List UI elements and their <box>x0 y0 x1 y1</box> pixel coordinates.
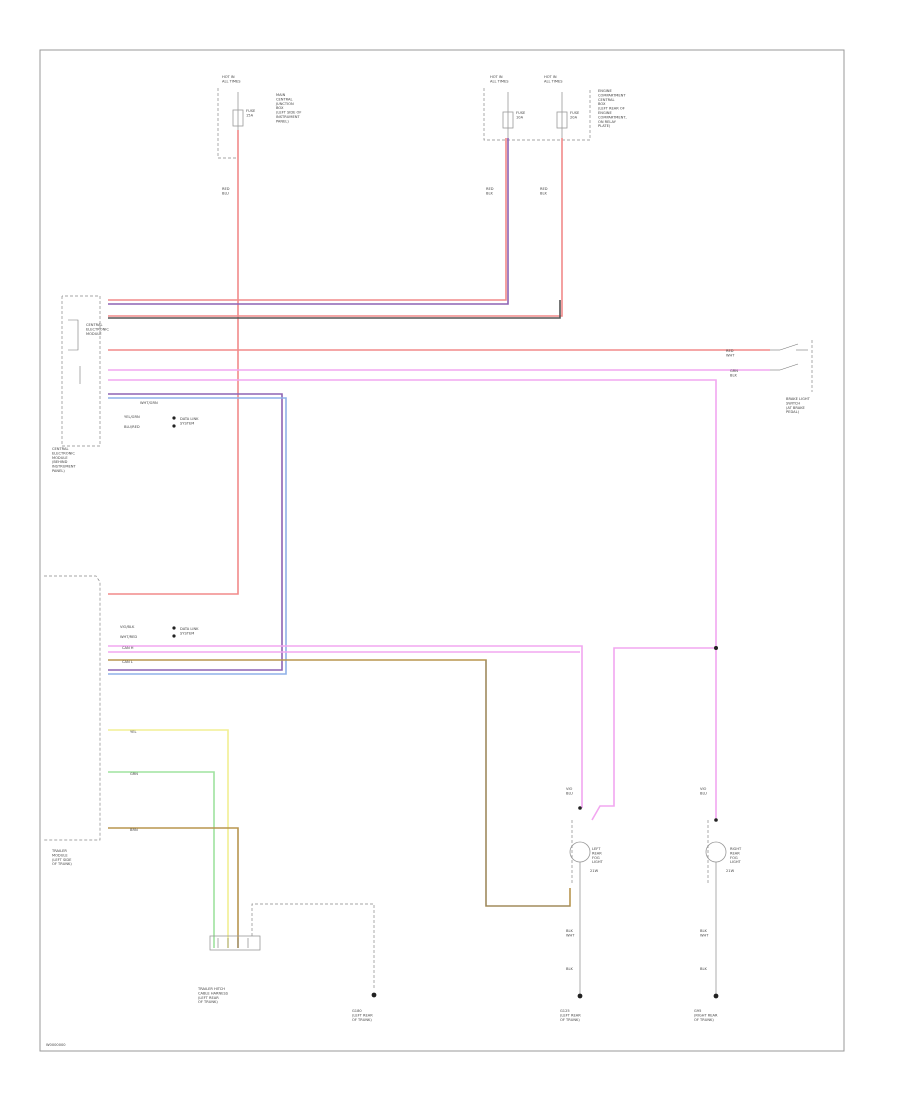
right-fog-watt: 21W <box>726 869 735 873</box>
wire-red-right <box>108 138 563 317</box>
tm-can-l: CAN L <box>122 660 133 664</box>
tm-dot-b <box>172 634 176 638</box>
wire-purple-bus <box>108 393 283 671</box>
tm-wht-red: WHT/RED <box>120 635 137 639</box>
wire-gray-left-fog <box>485 660 570 907</box>
diagram-code: W0000000 <box>46 1043 66 1047</box>
left-fog-blk: BLK <box>566 967 573 971</box>
left-fog-watt: 21W <box>590 869 599 873</box>
wire-pink-left-fog <box>108 645 583 808</box>
cem-dot-b <box>172 424 176 428</box>
wire-black-right <box>108 300 561 319</box>
tm-vio-blk: VIO/BLK <box>120 625 135 629</box>
wire-label-grn: GRN <box>130 772 138 776</box>
cem-dot-a <box>172 416 176 420</box>
wire-purple-top <box>108 138 509 305</box>
wire-green <box>108 771 215 948</box>
wire-label-yel: YEL <box>130 730 136 734</box>
diagram-frame <box>39 49 845 1052</box>
splice-dot <box>714 646 718 650</box>
wire-brown-left-fog <box>108 659 571 907</box>
wire-red-mid <box>108 138 507 301</box>
wire-red-left <box>108 130 239 595</box>
wire-label-brn: BRN <box>130 828 138 832</box>
cem-yel-grn: YEL/GRN <box>124 415 140 419</box>
tm-can-h: CAN H <box>122 646 134 650</box>
tm-dot-a <box>172 626 176 630</box>
wire-blue-bus <box>108 397 287 675</box>
wire-brown <box>108 827 239 948</box>
cem-blu-red: BLU/RED <box>124 425 140 429</box>
right-fog-blk: BLK <box>700 967 707 971</box>
cem-wht-grn: WHT/GRN <box>140 401 158 405</box>
wire-pink-right-fog <box>591 647 716 821</box>
wire-yellow <box>108 729 229 948</box>
wire-pink-fog-right <box>108 379 717 820</box>
